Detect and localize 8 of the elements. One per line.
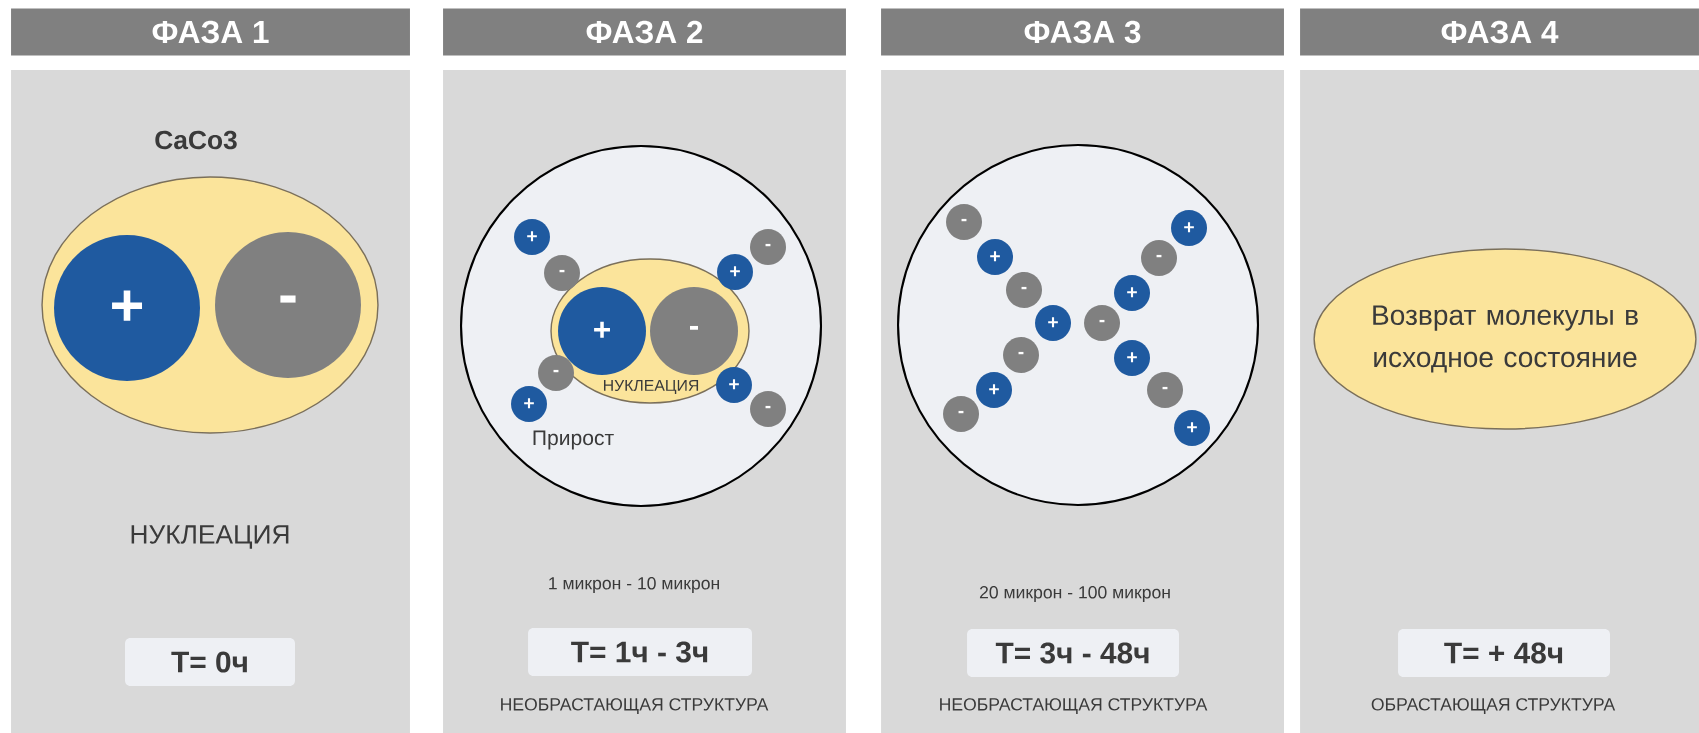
time-box: T= 3ч - 48ч: [967, 629, 1179, 677]
time-box: T= 0ч: [125, 638, 295, 686]
phase-header: ФАЗА 4: [1300, 8, 1699, 56]
phase-header: ФАЗА 3: [881, 8, 1284, 56]
time-box: T= 1ч - 3ч: [528, 628, 752, 676]
phase-header: ФАЗА 1: [11, 8, 410, 56]
phase-header: ФАЗА 2: [443, 8, 846, 56]
time-box: T= + 48ч: [1398, 629, 1610, 677]
